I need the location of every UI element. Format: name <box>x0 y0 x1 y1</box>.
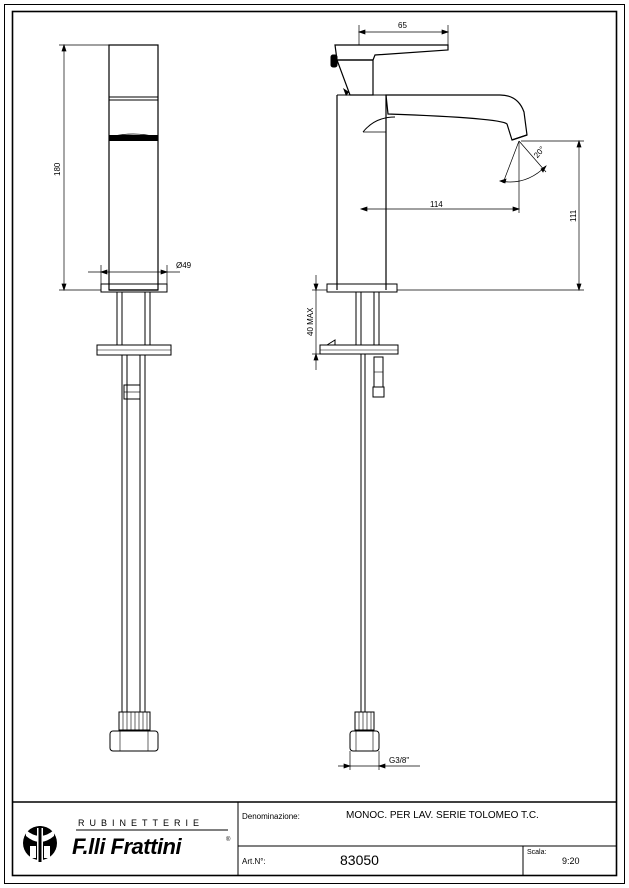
dimension-40-max <box>312 275 327 370</box>
scala-value: 9:20 <box>562 856 580 866</box>
dim-label-65: 65 <box>398 21 407 30</box>
outer-frame <box>4 4 625 884</box>
dimension-180 <box>59 43 109 292</box>
front-view <box>96 44 172 752</box>
dim-label-111: 111 <box>569 209 578 222</box>
title-block <box>12 801 617 876</box>
dimension-diameter-49 <box>88 265 180 284</box>
art-label: Art.N°: <box>242 857 266 866</box>
denominazione-value: MONOC. PER LAV. SERIE TOLOMEO T.C. <box>346 810 539 821</box>
art-number: 83050 <box>340 852 379 868</box>
dim-label-114: 114 <box>430 200 443 209</box>
frattini-logo-icon <box>23 826 57 862</box>
denominazione-label: Denominazione: <box>242 812 300 821</box>
dim-label-diameter-49: Ø49 <box>176 261 192 270</box>
dimension-65 <box>357 25 450 45</box>
dimension-111 <box>397 139 584 292</box>
brand-name: F.lli Frattini <box>72 834 182 859</box>
dimension-angle-20 <box>498 140 547 184</box>
inner-frame <box>11 10 618 877</box>
dimension-114 <box>359 141 521 213</box>
dim-label-180: 180 <box>53 162 62 176</box>
brand-tagline: RUBINETTERIE <box>78 818 205 828</box>
dim-label-40-max: 40 MAX <box>306 307 315 336</box>
brand-registered-mark: ® <box>226 837 231 843</box>
side-view <box>319 44 528 752</box>
dimension-thread <box>338 751 420 770</box>
dim-label-thread: G3/8" <box>389 756 410 765</box>
scala-label: Scala: <box>527 849 547 856</box>
